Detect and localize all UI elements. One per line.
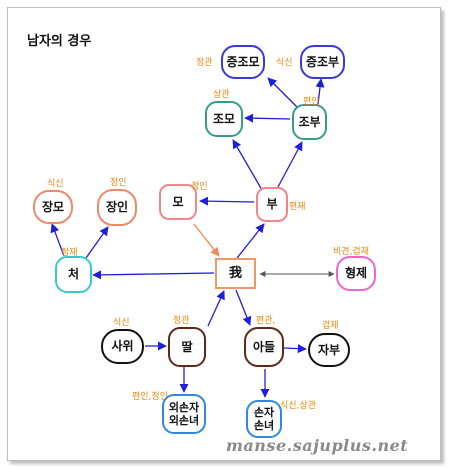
label-ttal: 정관: [173, 316, 190, 326]
label-jobu: 편인: [303, 97, 320, 107]
arrow-jobu-to-jeungjomo: [267, 77, 301, 111]
label-jangin: 정인: [110, 178, 127, 188]
label-hyeongje: 비견,겁재: [333, 247, 369, 257]
node-jeungjobu: 증조부: [300, 45, 345, 79]
node-bu: 부: [256, 187, 288, 222]
arrow-cheo-to-jangmo: [50, 223, 65, 257]
label-jeungjobu: 식신: [276, 58, 293, 68]
node-cheo: 처: [55, 256, 92, 293]
node-jabu: 자부: [308, 333, 350, 367]
label-jomo: 상관: [213, 90, 230, 100]
node-a-self: 我: [215, 258, 256, 289]
diagram-frame: [7, 7, 441, 461]
arrow-bu-to-jobu: [277, 141, 303, 188]
node-sonja: 손자 손녀: [246, 400, 282, 438]
arrow-ttal-to-a: [207, 290, 225, 327]
arrow-a-to-cheo: [92, 270, 215, 280]
label-sawi: 식신: [113, 318, 130, 328]
node-oeson-line1: 외손자: [168, 401, 200, 414]
arrow-jobu-to-jomo: [244, 113, 291, 123]
label-adeul: 편관,: [256, 316, 276, 326]
node-jangmo: 장모: [33, 190, 73, 224]
node-mo: 모: [159, 184, 197, 220]
label-jeungjomo: 정관: [196, 58, 213, 68]
arrow-mo-to-a: [193, 223, 220, 257]
label-jangmo: 식신: [47, 179, 64, 189]
node-adeul: 아들: [244, 327, 284, 367]
node-sawi: 사위: [101, 329, 144, 364]
node-sonja-line1: 손자: [253, 406, 275, 419]
node-oeson: 외손자 외손녀: [162, 394, 206, 434]
label-mo: 정인: [191, 182, 208, 192]
node-jobu: 조부: [292, 104, 327, 140]
arrow-a-to-adeul: [235, 289, 252, 326]
diagram-title: 남자의 경우: [27, 34, 92, 49]
node-oeson-line2: 외손녀: [168, 414, 200, 427]
arrow-adeul-to-jabu: [283, 344, 307, 354]
label-cheo: 정재: [61, 248, 78, 258]
node-jeungjomo: 증조모: [221, 45, 265, 79]
node-jangin: 장인: [97, 189, 137, 226]
node-sonja-line2: 손녀: [253, 419, 275, 432]
node-hyeongje: 형제: [336, 256, 376, 291]
label-oeson: 편인,정인: [132, 392, 168, 402]
arrow-bu-to-jomo: [232, 139, 263, 191]
label-jabu: 겁재: [322, 321, 339, 331]
arrow-a-to-bu: [236, 223, 265, 259]
watermark: manse.sajuplus.net: [226, 436, 409, 455]
label-sonja: 식신,상관: [280, 401, 316, 411]
node-ttal: 딸: [168, 327, 206, 367]
label-bu: 편재: [289, 202, 306, 212]
node-jomo: 조모: [205, 101, 243, 137]
arrow-jobu-to-jeungjobu: [315, 78, 325, 105]
arrow-cheo-to-jangin: [85, 226, 109, 259]
arrow-bu-to-mo: [199, 196, 255, 206]
